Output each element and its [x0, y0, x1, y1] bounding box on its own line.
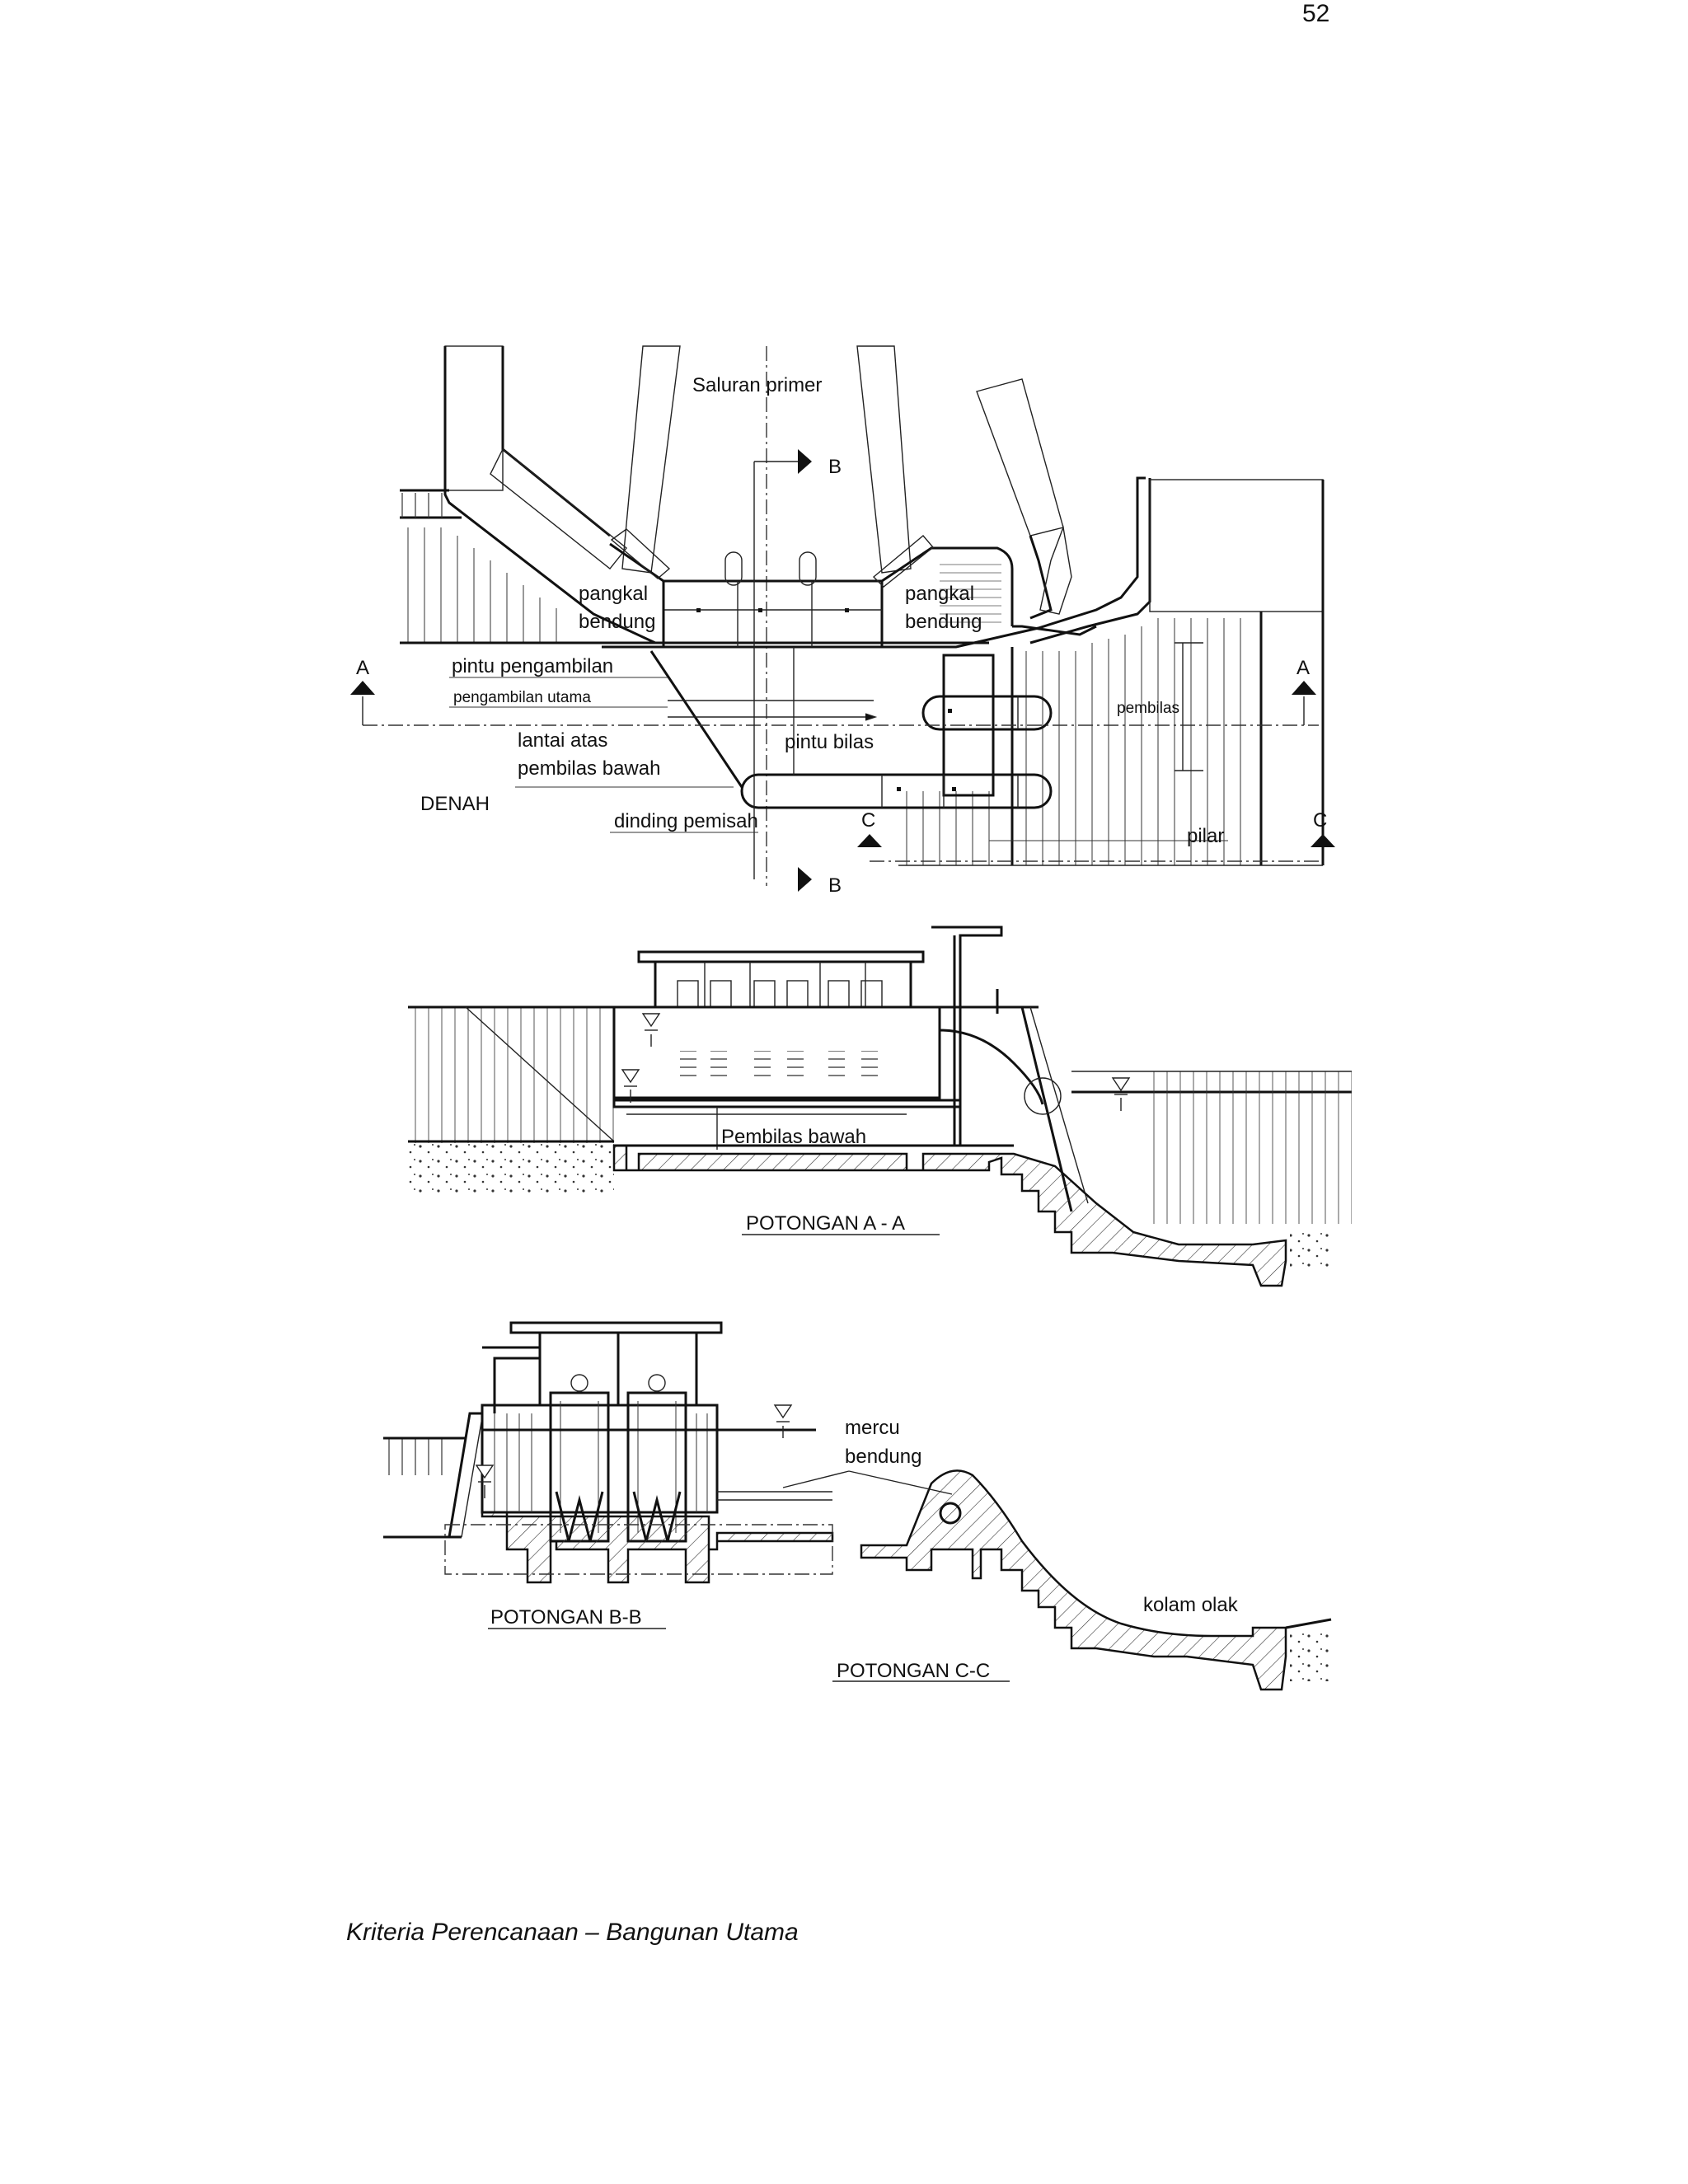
label-pengambilan-utama: pengambilan utama	[453, 689, 591, 706]
label-pintu-pengambilan: pintu pengambilan	[452, 655, 613, 677]
potongan-bb-title: POTONGAN B-B	[490, 1606, 642, 1629]
section-mark-c-right: C	[1313, 809, 1327, 832]
section-mark-c-left: C	[861, 809, 875, 832]
potongan-aa-title: POTONGAN A - A	[746, 1212, 905, 1235]
page-number: 52	[1302, 0, 1330, 27]
label-pintu-bilas: pintu bilas	[785, 731, 874, 753]
potongan-bb-section	[383, 1321, 850, 1629]
label-mercu: mercu	[845, 1417, 900, 1439]
label-pembilas: pembilas	[1117, 700, 1179, 717]
section-mark-a-left: A	[356, 657, 369, 679]
label-pangkal-right-2: bendung	[905, 611, 982, 633]
potongan-aa-section	[408, 926, 1352, 1287]
potongan-cc-section	[832, 1469, 1332, 1691]
section-mark-a-right: A	[1296, 657, 1310, 679]
denah-title: DENAH	[420, 793, 490, 815]
label-pangkal-left-1: pangkal	[579, 583, 648, 605]
section-mark-b-top: B	[828, 456, 842, 478]
label-bendung-cc: bendung	[845, 1446, 921, 1468]
label-saluran-primer: Saluran primer	[692, 374, 822, 396]
section-mark-b-bottom: B	[828, 874, 842, 897]
label-pembilas-bawah: pembilas bawah	[518, 757, 660, 780]
label-kolam-olak: kolam olak	[1143, 1594, 1239, 1616]
label-lantai-atas: lantai atas	[518, 729, 607, 752]
label-dinding-pemisah: dinding pemisah	[614, 810, 758, 832]
potongan-cc-title: POTONGAN C-C	[837, 1660, 990, 1682]
label-pembilas-bawah-aa: Pembilas bawah	[721, 1126, 866, 1148]
label-pilar: pilar	[1187, 825, 1224, 847]
footer-title: Kriteria Perencanaan – Bangunan Utama	[346, 1919, 799, 1946]
label-pangkal-right-1: pangkal	[905, 583, 974, 605]
denah-plan	[350, 345, 1335, 892]
label-pangkal-left-2: bendung	[579, 611, 655, 633]
